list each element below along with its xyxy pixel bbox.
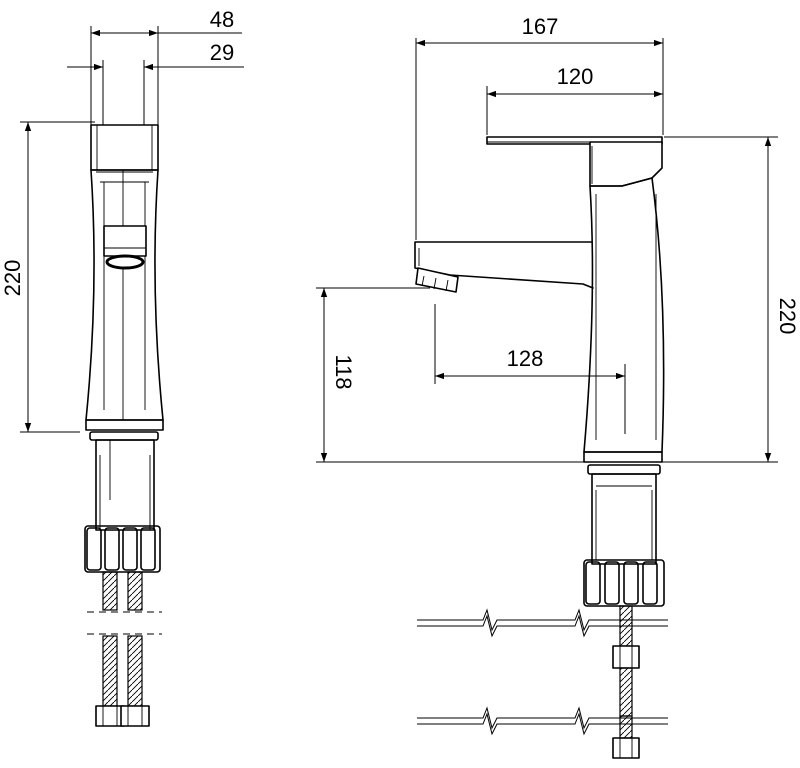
dim-side-handle-length: 120 <box>486 64 663 135</box>
dim-label-128: 128 <box>507 346 544 371</box>
front-top-cap <box>90 124 159 171</box>
dim-side-spout-height: 118 <box>316 287 584 463</box>
dim-label-48: 48 <box>210 7 234 32</box>
dim-label-220-side: 220 <box>775 298 800 335</box>
countertop-break-lines <box>417 608 668 736</box>
dim-side-height: 220 <box>662 136 800 463</box>
dim-side-overall-depth: 167 <box>415 14 664 240</box>
side-handle-block <box>589 141 663 187</box>
front-aerator <box>105 254 145 270</box>
front-lock-nut <box>84 525 161 573</box>
dim-label-29: 29 <box>210 40 234 65</box>
side-shank <box>591 473 657 565</box>
side-lock-nut <box>583 559 665 607</box>
front-shank <box>95 439 155 531</box>
side-aerator <box>415 267 459 293</box>
front-nozzle <box>103 225 147 257</box>
front-view: 48 29 220 <box>0 7 244 727</box>
dim-front-body-width: 29 <box>67 40 244 125</box>
dim-front-height: 220 <box>0 121 95 433</box>
front-body <box>85 169 164 421</box>
dim-front-overall-width: 48 <box>90 7 242 125</box>
dim-label-120: 120 <box>557 64 594 89</box>
dim-side-spout-reach: 128 <box>434 304 626 434</box>
dim-label-220-front: 220 <box>0 260 25 297</box>
front-hoses <box>87 571 162 727</box>
dim-label-118: 118 <box>331 354 356 389</box>
side-supply-hose <box>612 605 640 759</box>
side-view: 167 120 220 118 128 <box>316 14 800 759</box>
dim-label-167: 167 <box>522 14 559 39</box>
